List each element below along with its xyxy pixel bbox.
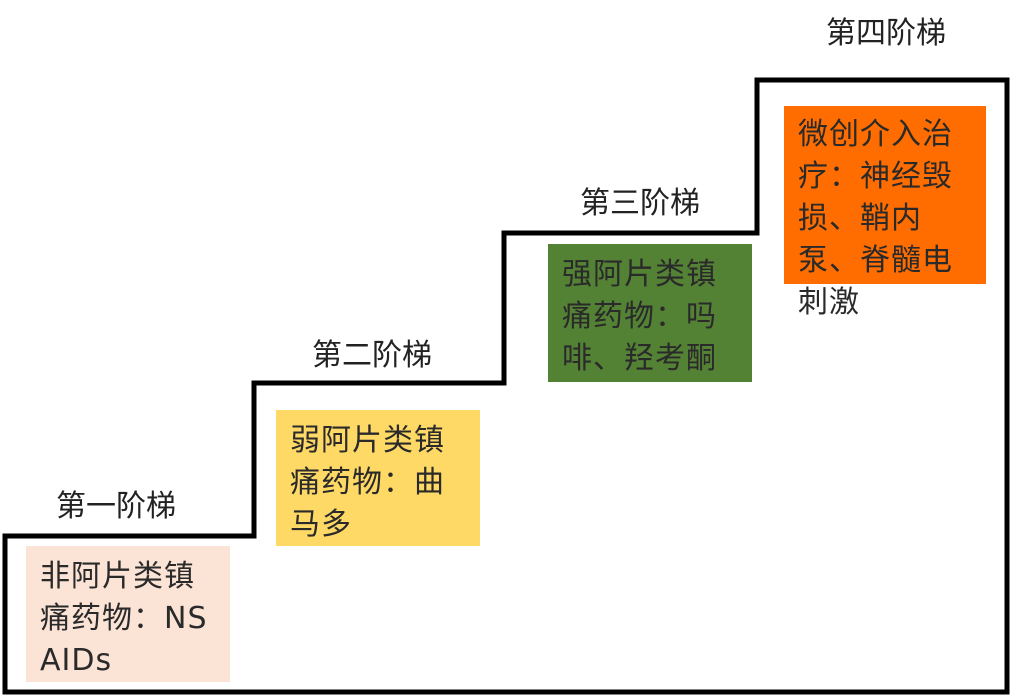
step-1-description: 非阿片类镇痛药物：NSAIDs bbox=[40, 559, 208, 678]
step-2-description: 弱阿片类镇痛药物：曲马多 bbox=[290, 423, 445, 542]
step-1-title: 第一阶梯 bbox=[56, 489, 176, 524]
step-2-box: 弱阿片类镇痛药物：曲马多 bbox=[276, 410, 480, 546]
step-1-box: 非阿片类镇痛药物：NSAIDs bbox=[26, 546, 230, 682]
step-4-title: 第四阶梯 bbox=[826, 16, 946, 51]
step-4-description: 微创介入治疗：神经毁损、鞘内泵、脊髓电刺激 bbox=[798, 117, 953, 320]
step-3-title: 第三阶梯 bbox=[580, 186, 700, 221]
step-4-box: 微创介入治疗：神经毁损、鞘内泵、脊髓电刺激 bbox=[784, 106, 986, 320]
step-3-box: 强阿片类镇痛药物：吗啡、羟考酮 bbox=[548, 244, 752, 382]
stair-line bbox=[2, 77, 1010, 695]
step-3-description: 强阿片类镇痛药物：吗啡、羟考酮 bbox=[562, 257, 717, 376]
step-2-title: 第二阶梯 bbox=[312, 338, 432, 373]
